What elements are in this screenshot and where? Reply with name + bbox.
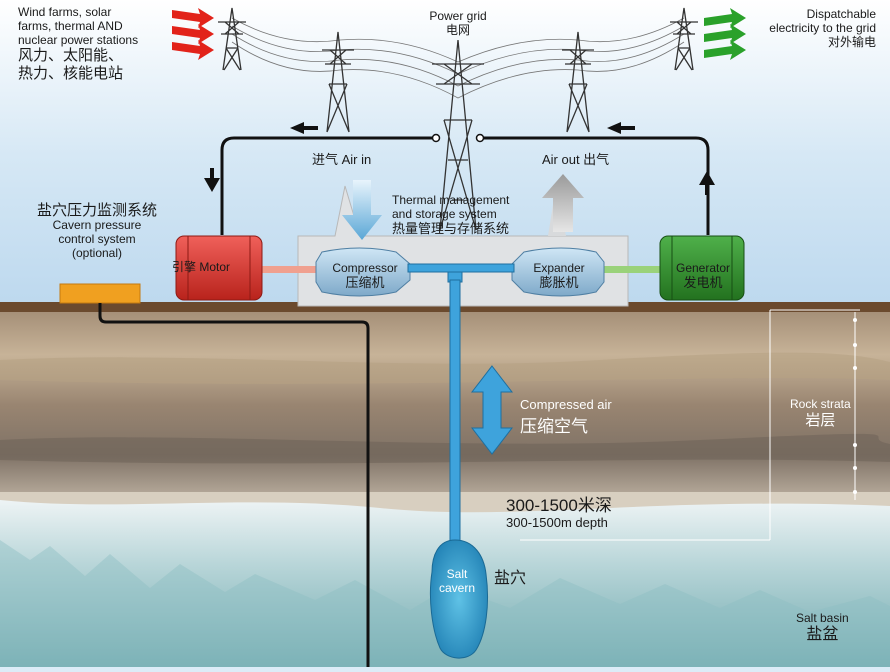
- pressure-label: 盐穴压力监测系统 Cavern pressure control system …: [22, 202, 172, 261]
- sources-line2: farms, thermal AND: [18, 18, 123, 33]
- dispatch-line2: electricity to the grid: [769, 20, 876, 35]
- input-arrows-icon: [172, 8, 214, 60]
- rock-en: Rock strata: [790, 397, 851, 411]
- pylon-icons: [218, 7, 698, 231]
- generator-en: Generator: [675, 261, 731, 275]
- pressure-sensor-box: [59, 283, 141, 304]
- grid-cn: 电网: [445, 22, 470, 37]
- grid-en: Power grid: [429, 9, 487, 23]
- basin-en: Salt basin: [796, 611, 849, 625]
- air-in-arrow-icon: [342, 180, 382, 240]
- output-arrows-icon: [704, 8, 746, 60]
- air-loop-lines: [220, 136, 710, 235]
- ground-surface: [0, 302, 890, 312]
- basin-cn: 盐盆: [806, 625, 839, 643]
- compressor-box: [315, 247, 411, 297]
- generator-label: Generator 发电机: [662, 261, 744, 291]
- sources-cn2: 热力、核能电站: [18, 64, 124, 82]
- generator-shaft: [598, 266, 664, 273]
- compressor-label: Compressor 压缩机: [318, 261, 412, 291]
- air-out-label: Air out 出气: [542, 152, 610, 167]
- rock-strata: [0, 305, 890, 505]
- pressure-cn: 盐穴压力监测系统: [36, 202, 157, 219]
- expander-box: [511, 247, 605, 297]
- sources-line3: nuclear power stations: [18, 32, 139, 47]
- compressor-cn: 压缩机: [345, 274, 385, 290]
- dispatch-cn: 对外输电: [827, 34, 876, 49]
- salt-cavern: [429, 539, 489, 659]
- flow-arrow-icons: [204, 122, 715, 195]
- compressed-air-en: Compressed air: [520, 397, 612, 412]
- dispatch-label: Dispatchable electricity to the grid 对外输…: [769, 7, 876, 49]
- compressed-air-arrow-icon: [470, 365, 514, 455]
- cavern-en1: Salt: [446, 567, 468, 581]
- thermal-line1: Thermal management: [392, 193, 510, 207]
- grid-label: Power grid 电网: [422, 9, 494, 38]
- generator-box: [659, 235, 745, 301]
- air-pipe-vertical: [449, 279, 461, 553]
- generator-cn: 发电机: [683, 274, 723, 290]
- expander-en: Expander: [533, 261, 585, 275]
- depth-cn: 300-1500米深: [506, 496, 612, 515]
- sources-line1: Wind farms, solar: [18, 5, 112, 19]
- rock-label: Rock strata 岩层: [790, 397, 851, 429]
- depth-en: 300-1500m depth: [506, 514, 608, 530]
- compressor-en: Compressor: [332, 261, 398, 275]
- pressure-line2: control system: [58, 232, 136, 247]
- cavern-en2: cavern: [438, 580, 476, 595]
- cavern-cn: 盐穴: [494, 570, 527, 587]
- compressed-air-label: Compressed air 压缩空气: [520, 397, 612, 436]
- air-in-label: 进气 Air in: [312, 152, 372, 167]
- pressure-line3: (optional): [71, 245, 123, 260]
- expander-cn: 膨胀机: [539, 274, 579, 290]
- sources-label: Wind farms, solar farms, thermal AND nuc…: [18, 5, 139, 82]
- thermal-label: Thermal management and storage system 热量…: [392, 193, 510, 237]
- thermal-line2: and storage system: [392, 206, 497, 221]
- cavern-label: Salt cavern: [436, 567, 478, 596]
- sources-cn1: 风力、太阳能、: [18, 47, 124, 65]
- compressed-air-cn: 压缩空气: [520, 416, 588, 436]
- thermal-cn: 热量管理与存储系统: [392, 220, 510, 236]
- pressure-monitor-line: [98, 303, 370, 667]
- rock-cn: 岩层: [805, 411, 836, 429]
- basin-label: Salt basin 盐盆: [796, 611, 849, 644]
- motor-box: [175, 235, 263, 301]
- motor-label: 引擎 Motor: [172, 260, 231, 274]
- air-pipe-horizontal: [407, 263, 515, 273]
- expander-label: Expander 膨胀机: [514, 261, 604, 291]
- depth-label: 300-1500米深 300-1500m depth: [506, 496, 612, 530]
- pressure-line1: Cavern pressure: [52, 218, 142, 233]
- air-out-arrow-icon: [542, 174, 584, 232]
- motor-shaft: [262, 266, 322, 273]
- dispatch-line1: Dispatchable: [806, 7, 876, 21]
